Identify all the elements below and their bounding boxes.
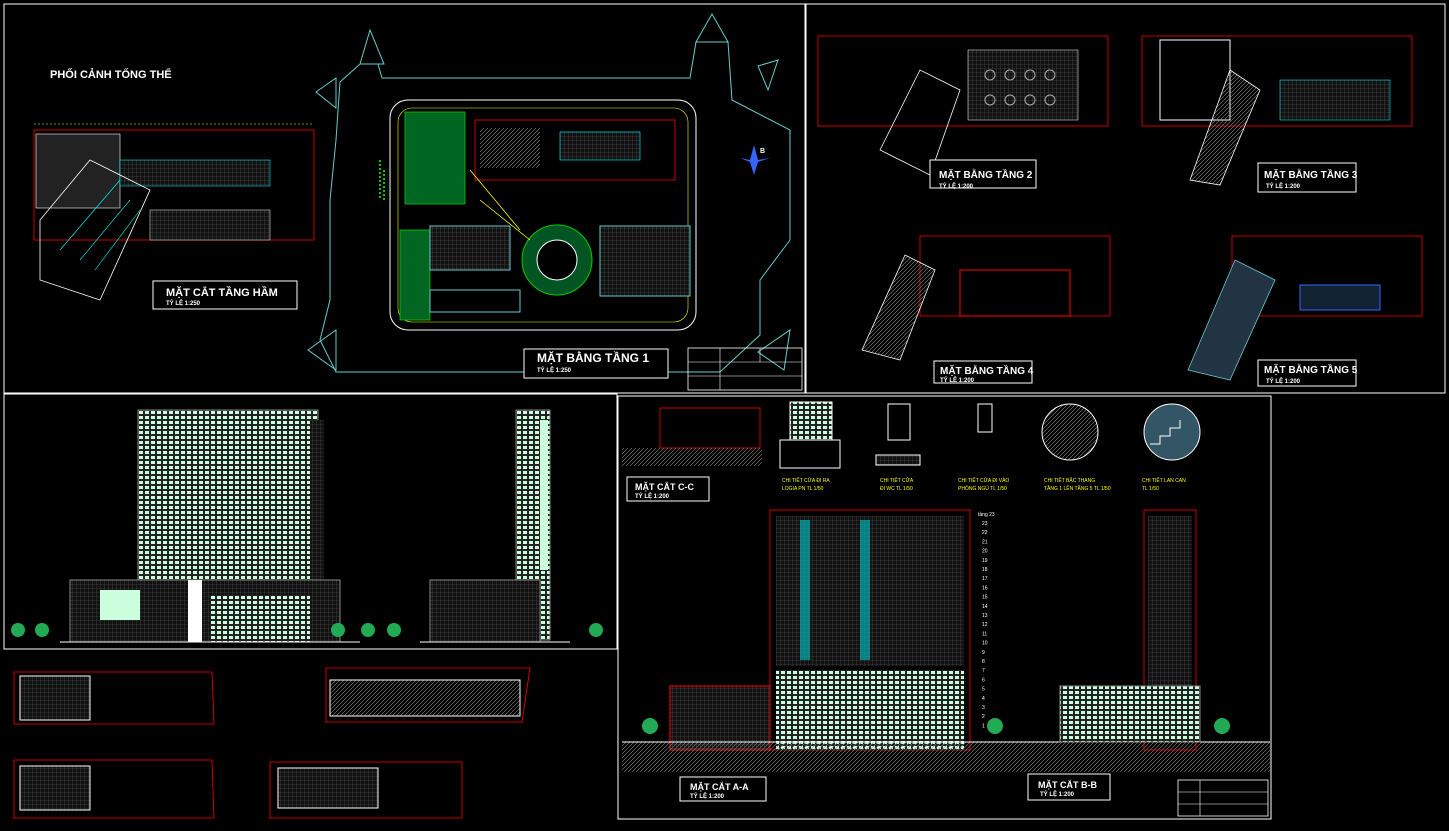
svg-text:TỶ LỆ 1:200: TỶ LỆ 1:200: [1266, 377, 1301, 385]
level-number: 22: [982, 530, 988, 536]
floor3-plan: MẶT BẰNG TẦNG 3 TỶ LỆ 1:200: [1141, 35, 1413, 193]
site-plan-floor1: [379, 99, 697, 331]
floor1-title-box: MẶT BẰNG TẦNG 1 TỶ LỆ 1:250: [523, 348, 669, 379]
level-number: 14: [982, 604, 988, 610]
svg-text:MẶT BẰNG TẦNG 4: MẶT BẰNG TẦNG 4: [940, 364, 1034, 377]
svg-text:MẶT BẰNG TẦNG 5: MẶT BẰNG TẦNG 5: [1264, 363, 1358, 376]
level-number: 1: [982, 723, 985, 729]
section-cc: MẶT CẮT C-C TỶ LỆ 1:200: [622, 407, 762, 502]
basement-plan: [33, 123, 315, 301]
svg-text:MẶT BẰNG TẦNG 2: MẶT BẰNG TẦNG 2: [939, 168, 1033, 181]
level-number: 2: [982, 714, 985, 720]
floor4-plan: MẶT BẰNG TẦNG 4 TỶ LỆ 1:200: [861, 235, 1111, 384]
svg-text:CHI TIẾT CỬA ĐI VÀO: CHI TIẾT CỬA ĐI VÀO: [958, 477, 1009, 484]
basement-title-box: MẶT CẮT TẦNG HẦM TỶ LỆ 1:250: [152, 280, 298, 310]
svg-text:TỶ LỆ 1:200: TỶ LỆ 1:200: [1266, 182, 1301, 190]
svg-text:TỶ LỆ 1:200: TỶ LỆ 1:200: [635, 492, 670, 500]
panel-upper-floors: [805, 3, 1446, 394]
svg-text:MẶT CẮT B-B: MẶT CẮT B-B: [1038, 780, 1097, 790]
svg-text:MẶT CẮT TẦNG HẦM: MẶT CẮT TẦNG HẦM: [166, 286, 278, 299]
svg-text:MẶT CẮT A-A: MẶT CẮT A-A: [690, 782, 749, 792]
level-number: 11: [982, 631, 987, 637]
svg-text:CHI TIẾT BẬC THANG: CHI TIẾT BẬC THANG: [1044, 477, 1095, 484]
site-road-outline: [319, 41, 791, 373]
svg-text:TỶ LỆ 1:250: TỶ LỆ 1:250: [537, 366, 572, 374]
svg-text:TẦNG 1 LÊN TẦNG 5 TL 1/50: TẦNG 1 LÊN TẦNG 5 TL 1/50: [1044, 484, 1111, 492]
svg-text:ĐI WC TL 1/50: ĐI WC TL 1/50: [880, 486, 913, 492]
level-number: 17: [982, 576, 988, 582]
level-number: 4: [982, 696, 985, 702]
floor2-scale: TỶ LỆ 1:200: [939, 182, 974, 190]
svg-text:tầng 23: tầng 23: [978, 512, 995, 518]
floor5-plan: MẶT BẰNG TẦNG 5 TỶ LỆ 1:200: [1187, 235, 1423, 387]
svg-text:CHI TIẾT CỬA: CHI TIẾT CỬA: [880, 477, 914, 484]
svg-text:CHI TIẾT CỬA ĐI RA: CHI TIẾT CỬA ĐI RA: [782, 477, 830, 484]
svg-text:LOGIA PN TL 1/50: LOGIA PN TL 1/50: [782, 486, 824, 492]
level-number: 3: [982, 705, 985, 711]
level-number: 7: [982, 668, 985, 674]
svg-text:CHI TIẾT LAN CAN: CHI TIẾT LAN CAN: [1142, 477, 1186, 484]
panel-site-plan: [3, 3, 806, 394]
section-aa: MẶT CẮT A-A TỶ LỆ 1:200: [622, 509, 1270, 802]
level-number: 16: [982, 585, 988, 591]
level-number: 21: [982, 539, 988, 545]
level-number: 10: [982, 641, 988, 647]
overview-title: PHỐI CẢNH TỔNG THỂ: [50, 67, 172, 81]
svg-text:B: B: [760, 148, 765, 155]
svg-text:TỶ LỆ 1:200: TỶ LỆ 1:200: [690, 792, 725, 800]
level-markers: tầng 23 23222120191817161514131211109876…: [978, 512, 995, 729]
site-title-block: [687, 347, 803, 391]
svg-text:MẶT BẰNG TẦNG 3: MẶT BẰNG TẦNG 3: [1264, 168, 1358, 181]
level-number: 23: [982, 521, 988, 527]
svg-text:MẶT BẰNG TẦNG 1: MẶT BẰNG TẦNG 1: [537, 350, 649, 365]
floor2-plan: MẶT BẰNG TẦNG 2: [817, 35, 1109, 189]
svg-text:TỶ LỆ 1:250: TỶ LỆ 1:250: [166, 299, 201, 307]
level-number: 12: [982, 622, 988, 628]
level-number: 19: [982, 558, 988, 564]
tree-icons: [11, 623, 1230, 734]
panel-elevations: [3, 393, 618, 650]
level-number: 15: [982, 595, 988, 601]
sections-title-block: [1177, 779, 1269, 817]
level-number: 8: [982, 659, 985, 665]
level-number: 6: [982, 677, 985, 683]
level-number: 5: [982, 687, 985, 693]
svg-text:PHÒNG NGỦ TL 1/50: PHÒNG NGỦ TL 1/50: [958, 485, 1007, 492]
level-number: 9: [982, 650, 985, 656]
panel-sections: [617, 395, 1272, 820]
detail-drawings: [779, 401, 1201, 469]
level-number: 13: [982, 613, 988, 619]
level-number: 18: [982, 567, 988, 573]
front-elevation: [60, 409, 360, 643]
typical-floor-plans: [13, 667, 531, 819]
svg-text:TỶ LỆ 1:200: TỶ LỆ 1:200: [940, 376, 975, 384]
side-elevation: [420, 409, 570, 643]
svg-text:TỶ LỆ 1:200: TỶ LỆ 1:200: [1040, 790, 1075, 798]
site-arrow-markers: [307, 12, 791, 371]
north-arrow-icon: B: [740, 145, 770, 175]
detail-captions: CHI TIẾT CỬA ĐI RA LOGIA PN TL 1/50 CHI …: [782, 477, 1186, 492]
section-bb: MẶT CẮT B-B TỶ LỆ 1:200: [1027, 509, 1201, 801]
level-number: 20: [982, 549, 988, 555]
svg-text:MẶT CẮT C-C: MẶT CẮT C-C: [635, 482, 694, 492]
svg-text:TL 1/50: TL 1/50: [1142, 486, 1159, 492]
